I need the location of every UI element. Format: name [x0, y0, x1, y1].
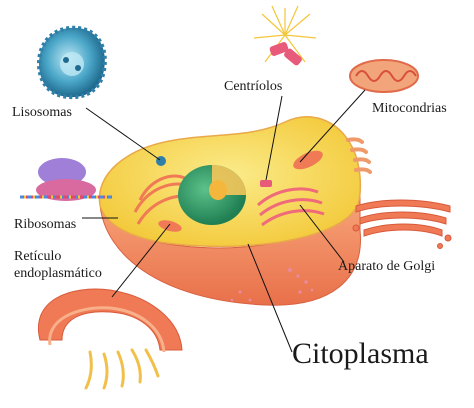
- mitochondrion-inner: [293, 150, 323, 170]
- label-reticulo-line2: endoplasmático: [14, 266, 102, 281]
- label-reticulo-endoplasmatico: Retículo endoplasmático: [14, 248, 102, 282]
- leader-citoplasma: [247, 243, 293, 353]
- leader-golgi: [299, 204, 345, 263]
- leader-lines: [82, 89, 366, 353]
- microvilli: [346, 137, 372, 174]
- leader-centriolos: [265, 95, 283, 181]
- label-aparato-de-golgi: Aparato de Golgi: [338, 259, 436, 274]
- endoplasmic-reticulum: [38, 288, 183, 390]
- mitochondrion-inner-2: [158, 220, 182, 232]
- vesicles: [230, 268, 314, 302]
- label-citoplasma: Citoplasma: [292, 337, 429, 370]
- leader-reticulo: [111, 223, 171, 298]
- nucleolus: [209, 180, 227, 200]
- centrioles: [253, 5, 317, 66]
- label-mitocondrias: Mitocondrias: [372, 101, 447, 116]
- mitochondrion: [349, 59, 419, 93]
- nucleus: [178, 165, 246, 225]
- label-ribosomas: Ribosomas: [14, 217, 77, 232]
- label-centriolos: Centríolos: [224, 79, 283, 94]
- golgi-inner: [257, 187, 325, 227]
- label-reticulo-line1: Retículo: [14, 249, 62, 264]
- golgi-apparatus: [352, 199, 452, 249]
- label-lisosomas: Lisosomas: [12, 105, 72, 120]
- leader-lisosomas: [85, 107, 161, 161]
- lysosome-inner: [156, 156, 166, 166]
- ribosome: [20, 158, 112, 201]
- lysosome: [37, 25, 107, 100]
- centriole-inner: [260, 180, 272, 187]
- leader-mitocondrias: [299, 89, 366, 163]
